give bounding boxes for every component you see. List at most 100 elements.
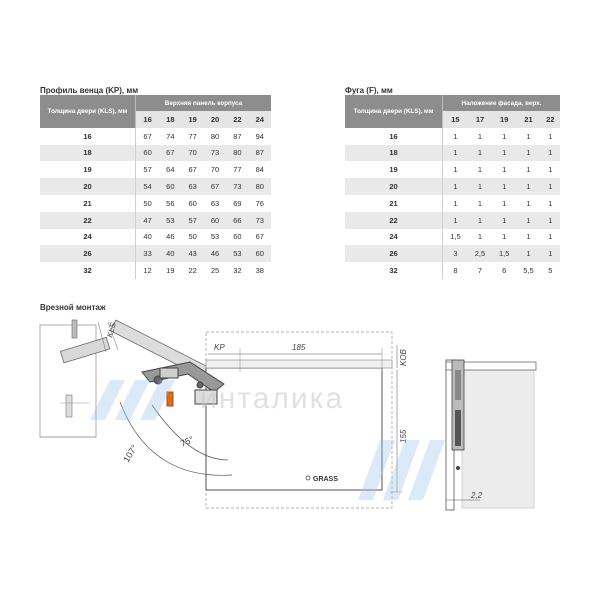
- table-cell: 19: [159, 262, 182, 279]
- table-cell: 1: [492, 161, 517, 179]
- kp-label: KP: [214, 343, 225, 352]
- table-cell: 60: [248, 245, 271, 263]
- cabinet-board: [205, 359, 393, 369]
- table-cell: 5,5: [516, 262, 541, 279]
- table-cell: 94: [248, 127, 271, 145]
- table-cell: 2,5: [467, 245, 493, 263]
- table-cell: 5: [540, 262, 560, 279]
- table-cell: 80: [226, 144, 249, 162]
- table-cell: 1: [442, 161, 468, 179]
- table-cell: 87: [248, 144, 271, 162]
- table-cell: 63: [203, 194, 227, 212]
- table-cell: 8: [442, 262, 468, 279]
- table-cell: 84: [248, 161, 271, 179]
- table-cell: 1: [442, 194, 468, 212]
- table-cell: 74: [159, 127, 182, 145]
- row-label: 22: [345, 211, 443, 229]
- table-cell: 54: [135, 178, 160, 195]
- table-cell: 77: [181, 127, 204, 145]
- table1-row-header: Толщина двери (KLS), мм: [40, 95, 136, 128]
- table-cell: 80: [248, 178, 271, 195]
- table-cell: 1: [492, 194, 517, 212]
- dim-22-label: 2,2: [470, 491, 483, 500]
- side-view-top: [445, 361, 537, 371]
- gap-table: Толщина двери (KLS), мм Наложение фасада…: [345, 95, 560, 279]
- table-cell: 1: [492, 144, 517, 162]
- row-label: 21: [40, 194, 136, 212]
- table-cell: 47: [135, 211, 160, 229]
- watermark: инталика: [200, 382, 344, 415]
- open-door: [59, 336, 111, 364]
- table-cell: 1: [492, 228, 517, 246]
- row-label: 20: [40, 178, 136, 195]
- row-label: 24: [345, 228, 443, 246]
- table-cell: 1: [516, 178, 541, 195]
- table-cell: 1: [516, 245, 541, 263]
- mechanism-body: [205, 367, 383, 491]
- table-cell: 73: [248, 211, 271, 229]
- table-cell: 63: [181, 178, 204, 195]
- table2-column-15: 15: [442, 111, 468, 128]
- table-cell: 60: [203, 211, 227, 229]
- table-cell: 70: [203, 161, 227, 179]
- table-cell: 3: [442, 245, 468, 263]
- table-cell: 46: [203, 245, 227, 263]
- table-cell: 73: [203, 144, 227, 162]
- table-cell: 50: [181, 228, 204, 246]
- table-cell: 66: [226, 211, 249, 229]
- row-label: 26: [40, 245, 136, 263]
- table-cell: 67: [159, 144, 182, 162]
- table2-column-22: 22: [540, 111, 560, 128]
- table-cell: 1: [540, 127, 560, 145]
- table1-column-20: 20: [203, 111, 227, 128]
- table-cell: 1: [540, 211, 560, 229]
- table1-column-22: 22: [226, 111, 249, 128]
- table-cell: 1: [516, 194, 541, 212]
- table-cell: 56: [159, 194, 182, 212]
- table1-column-16: 16: [135, 111, 160, 128]
- table-cell: 1: [467, 194, 493, 212]
- table-cell: 50: [135, 194, 160, 212]
- table-cell: 40: [159, 245, 182, 263]
- table-cell: 70: [181, 144, 204, 162]
- grass-brand: GRASS: [313, 476, 338, 483]
- row-label: 18: [40, 144, 136, 162]
- table-cell: 1: [516, 144, 541, 162]
- table-cell: 25: [203, 262, 227, 279]
- table-cell: 67: [181, 161, 204, 179]
- mounting-diagram: 75° 107° KLS KP 185 KOB 155 GRASS 2,2 ин…: [39, 319, 537, 511]
- table-cell: 1: [516, 228, 541, 246]
- kls-label: KLS: [105, 321, 118, 339]
- table-cell: 1: [540, 161, 560, 179]
- row-label: 21: [345, 194, 443, 212]
- table1-column-24: 24: [248, 111, 271, 128]
- row-label: 18: [345, 144, 443, 162]
- table-cell: 1: [467, 211, 493, 229]
- table-cell: 1: [516, 127, 541, 145]
- table-cell: 1: [540, 228, 560, 246]
- dim-155-label: 155: [399, 429, 408, 443]
- table-cell: 1: [492, 178, 517, 195]
- dim-185-label: 185: [292, 343, 306, 352]
- table2-group-header: Наложение фасада, верх.: [442, 95, 560, 111]
- table-cell: 67: [203, 178, 227, 195]
- table2-column-19: 19: [492, 111, 517, 128]
- watermark-logo-left: [90, 380, 175, 420]
- table-cell: 1: [540, 194, 560, 212]
- row-label: 26: [345, 245, 443, 263]
- arc-75: [151, 404, 229, 461]
- kp-profile-table: Толщина двери (KLS), мм Верхняя панель к…: [40, 95, 271, 279]
